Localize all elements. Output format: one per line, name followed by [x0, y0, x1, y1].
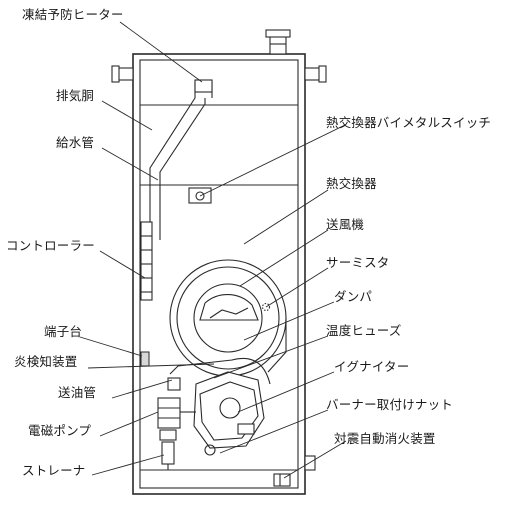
label-igniter: イグナイター [334, 359, 410, 374]
label-seismic: 対震自動消火装置 [334, 431, 436, 446]
label-flame-sensor: 炎検知装置 [14, 354, 78, 369]
label-strainer: ストレーナ [22, 463, 86, 478]
right-fitting [304, 65, 327, 83]
cabinet [132, 53, 306, 495]
label-bimetal-switch: 熱交換器バイメタルスイッチ [326, 115, 492, 130]
pump-assembly [157, 377, 196, 470]
burner [193, 371, 265, 456]
label-controller: コントローラー [6, 238, 95, 253]
label-heat-exchanger: 熱交換器 [326, 176, 377, 191]
label-burner-nut: バーナー取付けナット [326, 397, 454, 412]
oil-pipe [169, 357, 271, 385]
label-water-pipe: 給水管 [56, 135, 95, 150]
thermistor [261, 302, 271, 312]
label-blower: 送風機 [326, 217, 365, 232]
controller [140, 221, 153, 301]
label-exhaust: 排気胴 [56, 88, 95, 103]
leader-lines [79, 21, 347, 479]
label-freeze-heater: 凍結予防ヒーター [22, 7, 124, 22]
label-oil-pipe: 送油管 [58, 385, 97, 400]
label-damper: ダンパ [334, 289, 373, 304]
label-temp-fuse: 温度ヒューズ [326, 323, 402, 338]
label-pump: 電磁ポンプ [28, 423, 92, 438]
water-pipe [149, 79, 213, 240]
left-fitting [111, 65, 134, 83]
top-fitting [265, 29, 291, 55]
label-terminal: 端子台 [44, 324, 83, 339]
label-thermistor: サーミスタ [326, 255, 390, 270]
damper-fan [199, 293, 259, 321]
terminal-block [140, 351, 150, 367]
